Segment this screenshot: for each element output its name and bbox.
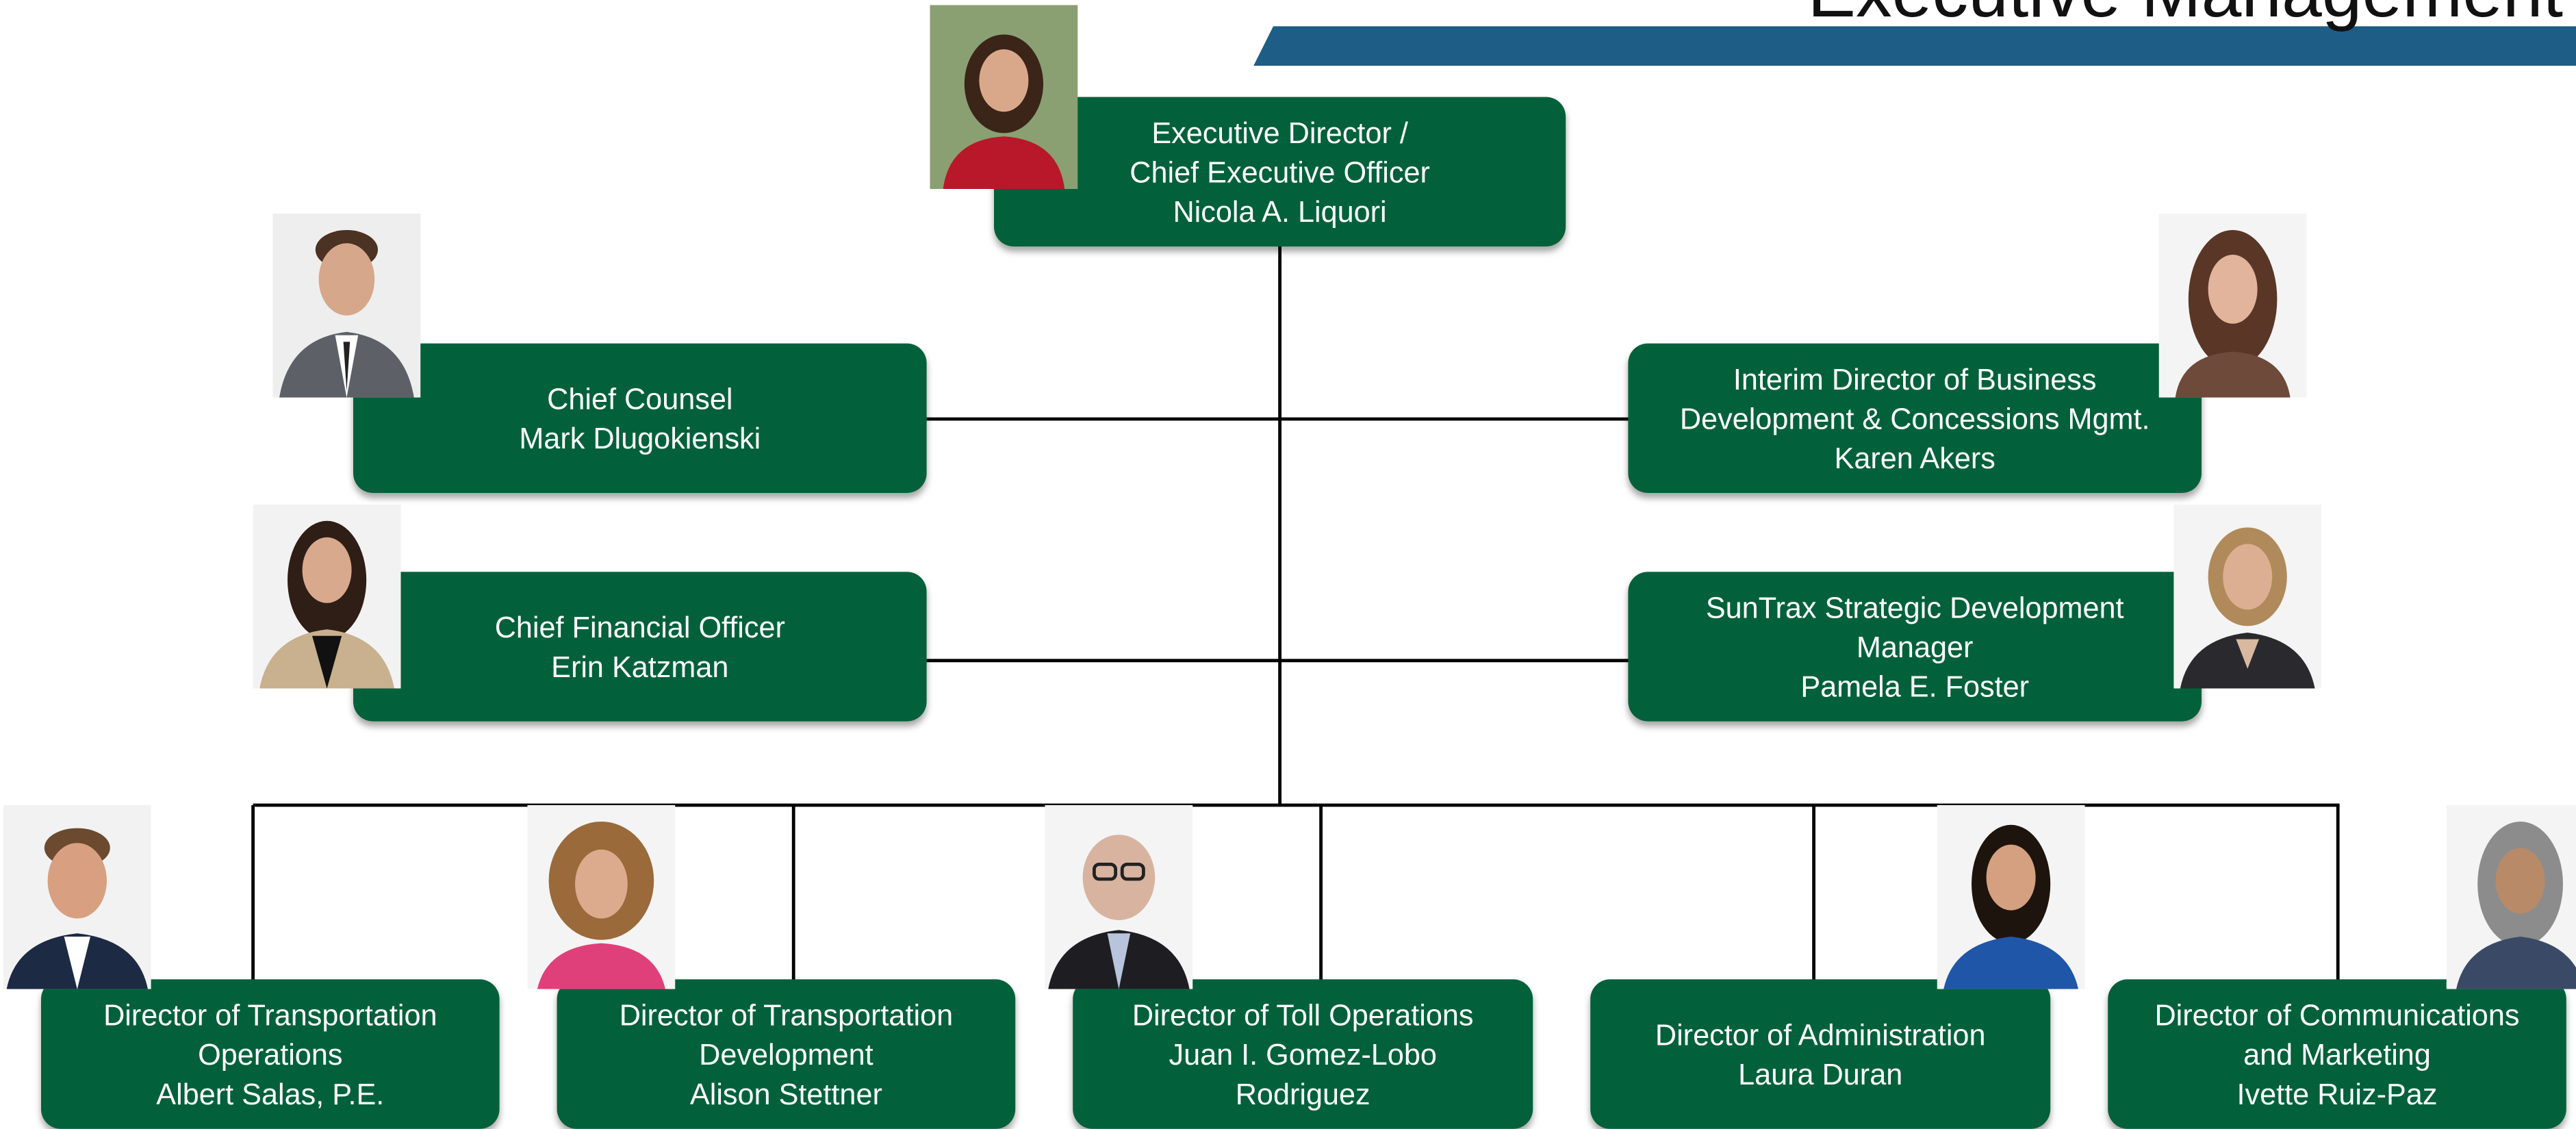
person-name: Pamela E. Foster: [1800, 670, 2030, 702]
person-photo-icon: [272, 214, 421, 398]
role-title: Director of Administration: [1655, 1017, 1986, 1051]
role-title: Chief Executive Officer: [1130, 155, 1430, 188]
role-title: Executive Director /: [1151, 116, 1408, 149]
person-photo-icon: [253, 504, 401, 689]
role-title: Manager: [1856, 630, 1974, 663]
chief-financial-officer-box: Chief Financial Officer Erin Katzman: [353, 572, 927, 722]
role-title: Director of Transportation: [103, 998, 437, 1031]
person-photo-icon: [3, 805, 151, 989]
person-name: Rodriguez: [1235, 1077, 1370, 1111]
director-transportation-development-box: Director of Transportation Development A…: [557, 979, 1016, 1129]
person-photo-icon: [2173, 504, 2322, 689]
role-title: Director of Communications: [2154, 998, 2520, 1031]
person-name: Ivette Ruiz-Paz: [2236, 1077, 2438, 1111]
role-title: Interim Director of Business: [1733, 362, 2097, 396]
person-photo-icon: [2446, 805, 2576, 989]
person-name: Mark Dlugokienski: [519, 421, 761, 455]
executive-director-box: Executive Director / Chief Executive Off…: [994, 97, 1566, 246]
person-photo-icon: [1045, 805, 1193, 989]
director-communications-marketing-box: Director of Communications and Marketing…: [2108, 979, 2566, 1129]
director-toll-operations-box: Director of Toll Operations Juan I. Gome…: [1073, 979, 1533, 1129]
chief-counsel-box: Chief Counsel Mark Dlugokienski: [353, 343, 927, 493]
role-title: and Marketing: [2243, 1037, 2431, 1071]
role-title: Operations: [198, 1037, 343, 1071]
role-title: Chief Counsel: [547, 382, 733, 415]
suntrax-strategic-development-box: SunTrax Strategic Development Manager Pa…: [1628, 572, 2202, 722]
person-name: Laura Duran: [1738, 1057, 1903, 1091]
person-name: Juan I. Gomez-Lobo: [1169, 1037, 1437, 1071]
page-title: Executive Management: [1742, 0, 2563, 29]
person-name: Alison Stettner: [689, 1077, 882, 1111]
person-name: Albert Salas, P.E.: [156, 1077, 385, 1111]
role-title: Chief Financial Officer: [494, 610, 785, 644]
interim-director-business-development-box: Interim Director of Business Development…: [1628, 343, 2202, 493]
person-photo-icon: [2158, 214, 2307, 398]
person-name: Erin Katzman: [551, 650, 729, 683]
person-name: Karen Akers: [1834, 441, 1995, 474]
director-administration-box: Director of Administration Laura Duran: [1590, 979, 2051, 1129]
person-photo-icon: [1937, 805, 2085, 989]
director-transportation-operations-box: Director of Transportation Operations Al…: [41, 979, 500, 1129]
role-title: Director of Transportation: [619, 998, 954, 1031]
role-title: Development & Concessions Mgmt.: [1679, 401, 2150, 435]
role-title: SunTrax Strategic Development: [1705, 590, 2124, 624]
person-photo-icon: [930, 5, 1078, 189]
person-name: Nicola A. Liquori: [1173, 194, 1387, 228]
person-photo-icon: [527, 805, 676, 989]
role-title: Director of Toll Operations: [1132, 998, 1474, 1031]
role-title: Development: [699, 1037, 873, 1071]
